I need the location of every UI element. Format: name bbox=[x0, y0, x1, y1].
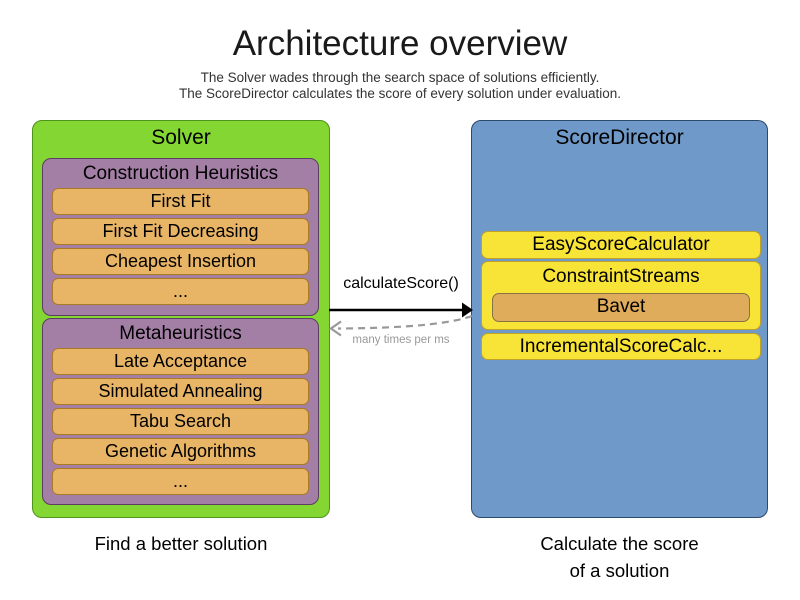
algorithm-row: Simulated Annealing bbox=[52, 378, 309, 405]
bavet-box: Bavet bbox=[492, 293, 750, 322]
algorithm-row: First Fit bbox=[52, 188, 309, 215]
score-director-panel: ScoreDirector EasyScoreCalculator Constr… bbox=[471, 120, 768, 518]
page-title: Architecture overview bbox=[232, 24, 568, 63]
calculate-score-label: calculateScore() bbox=[343, 275, 459, 292]
algorithm-row-ellipsis: ... bbox=[52, 278, 309, 305]
algorithm-row: First Fit Decreasing bbox=[52, 218, 309, 245]
algorithm-row: Tabu Search bbox=[52, 408, 309, 435]
score-director-caption-line-2: of a solution bbox=[569, 560, 670, 581]
calculate-score-arrow bbox=[329, 302, 473, 337]
metaheuristics-group: Metaheuristics Late Acceptance Simulated… bbox=[42, 318, 319, 505]
call-arrow-head bbox=[462, 302, 473, 318]
metaheuristics-title: Metaheuristics bbox=[119, 323, 242, 344]
return-arrow-line bbox=[337, 314, 473, 330]
solver-caption: Find a better solution bbox=[94, 533, 268, 554]
construction-heuristics-group: Construction Heuristics First Fit First … bbox=[42, 158, 319, 316]
algorithm-row: Cheapest Insertion bbox=[52, 248, 309, 275]
algorithm-row: Late Acceptance bbox=[52, 348, 309, 375]
construction-heuristics-title: Construction Heuristics bbox=[82, 163, 279, 184]
constraint-streams-box: ConstraintStreams Bavet bbox=[481, 261, 761, 330]
score-director-caption-line-1: Calculate the score bbox=[540, 533, 699, 554]
solver-title: Solver bbox=[151, 126, 211, 149]
frequency-label: many times per ms bbox=[352, 334, 450, 346]
incremental-score-calculator-box: IncrementalScoreCalc... bbox=[481, 333, 761, 360]
score-director-title: ScoreDirector bbox=[555, 126, 684, 149]
score-director-caption: Calculate the score of a solution bbox=[471, 530, 768, 584]
subtitle-line-1: The Solver wades through the search spac… bbox=[200, 70, 600, 85]
easy-score-calculator-box: EasyScoreCalculator bbox=[481, 231, 761, 259]
subtitle-line-2: The ScoreDirector calculates the score o… bbox=[179, 86, 621, 101]
algorithm-row: Genetic Algorithms bbox=[52, 438, 309, 465]
algorithm-row-ellipsis: ... bbox=[52, 468, 309, 495]
solver-panel: Solver Construction Heuristics First Fit… bbox=[32, 120, 330, 518]
return-arrow-head bbox=[329, 320, 342, 337]
constraint-streams-label: ConstraintStreams bbox=[542, 266, 700, 287]
